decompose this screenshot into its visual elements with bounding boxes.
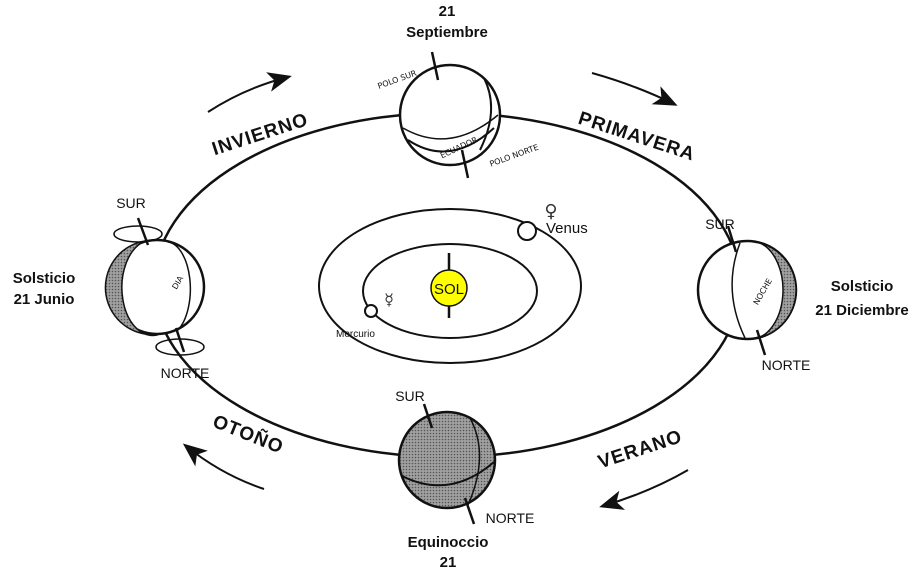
venus-symbol: ♀ — [544, 201, 557, 222]
venus-label: Venus — [546, 220, 588, 237]
sun-label: SOL — [434, 281, 464, 298]
arrow-verano — [599, 469, 689, 510]
arrow-otono — [182, 443, 265, 490]
mercury-symbol: ☿ — [384, 290, 394, 309]
june-date: 21 Junio — [14, 291, 75, 308]
mercury-orbit — [362, 243, 538, 339]
venus-planet — [517, 221, 537, 241]
season-otono: OTOÑO — [210, 410, 287, 458]
equinox-name: Equinoccio — [408, 534, 489, 551]
september-day: 21 — [439, 3, 456, 20]
equinox-sur-label: SUR — [395, 388, 425, 404]
december-solsticio: Solsticio — [831, 278, 894, 295]
polo-norte-label: POLO NORTE — [488, 143, 539, 169]
mercury-label: Mercurio — [336, 329, 375, 340]
earth-june — [104, 217, 206, 356]
june-norte-label: NORTE — [161, 365, 210, 381]
december-sur-label: SUR — [705, 216, 735, 232]
earth-september — [398, 51, 502, 179]
mercury-planet — [364, 304, 378, 318]
equinox-day: 21 — [440, 554, 457, 571]
equinox-norte-label: NORTE — [486, 510, 535, 526]
september-month: Septiembre — [406, 24, 488, 41]
season-verano: VERANO — [596, 426, 686, 473]
june-solsticio: Solsticio — [13, 270, 76, 287]
december-norte-label: NORTE — [762, 357, 811, 373]
earth-equinox — [397, 403, 497, 525]
arrow-primavera — [591, 72, 678, 106]
venus-orbit — [318, 208, 582, 364]
december-date: 21 Diciembre — [815, 302, 908, 319]
arrow-invierno — [207, 72, 292, 113]
earth-december — [696, 225, 798, 356]
june-sur-label: SUR — [116, 195, 146, 211]
sun — [430, 253, 468, 318]
